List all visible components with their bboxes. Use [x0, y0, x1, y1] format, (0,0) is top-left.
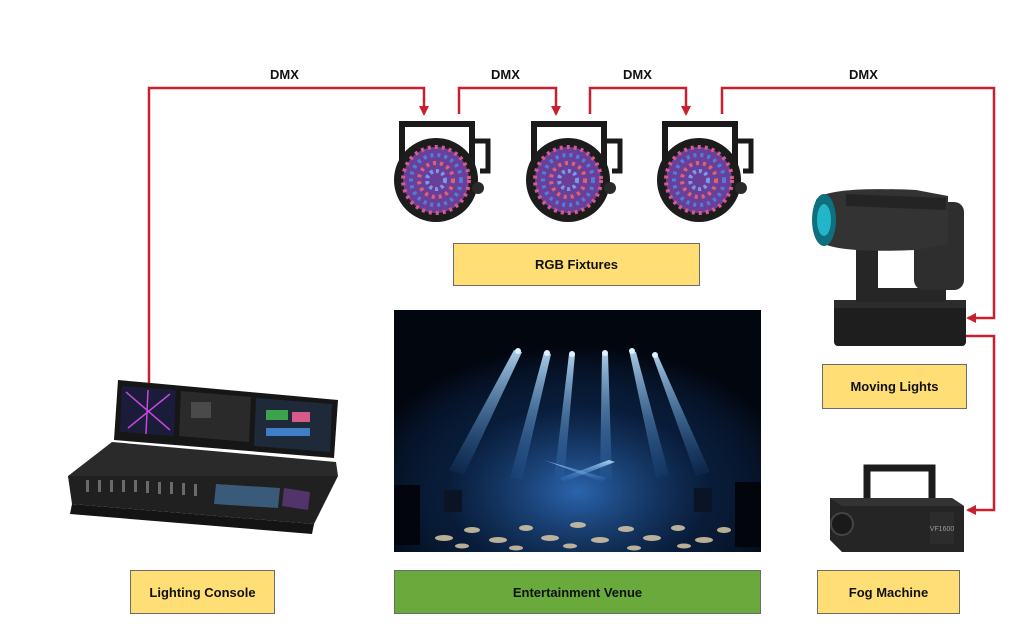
wire-par1-to-par2 [457, 86, 561, 116]
dmx-label-1: DMX [270, 67, 299, 82]
par-can-icon [394, 121, 491, 222]
entertainment-venue-label: Entertainment Venue [394, 570, 761, 614]
wire-moving-to-fog [966, 334, 996, 515]
stage-photo-icon [394, 310, 761, 552]
dmx-label-2: DMX [491, 67, 520, 82]
moving-head-icon [812, 189, 966, 346]
wire-par3-to-moving [720, 86, 996, 323]
lighting-console-icon [68, 380, 338, 534]
par-can-icon [657, 121, 754, 222]
wire-console-to-par1 [147, 86, 429, 383]
fog-machine-icon: VF1600 [830, 464, 964, 552]
fog-machine-label: Fog Machine [817, 570, 960, 614]
dmx-label-4: DMX [849, 67, 878, 82]
lighting-console-label: Lighting Console [130, 570, 275, 614]
par-can-icon [526, 121, 623, 222]
fog-brand-text: VF1600 [930, 526, 955, 533]
rgb-fixtures-label: RGB Fixtures [453, 243, 700, 286]
wire-par2-to-par3 [588, 86, 691, 116]
moving-lights-label: Moving Lights [822, 364, 967, 409]
dmx-label-3: DMX [623, 67, 652, 82]
